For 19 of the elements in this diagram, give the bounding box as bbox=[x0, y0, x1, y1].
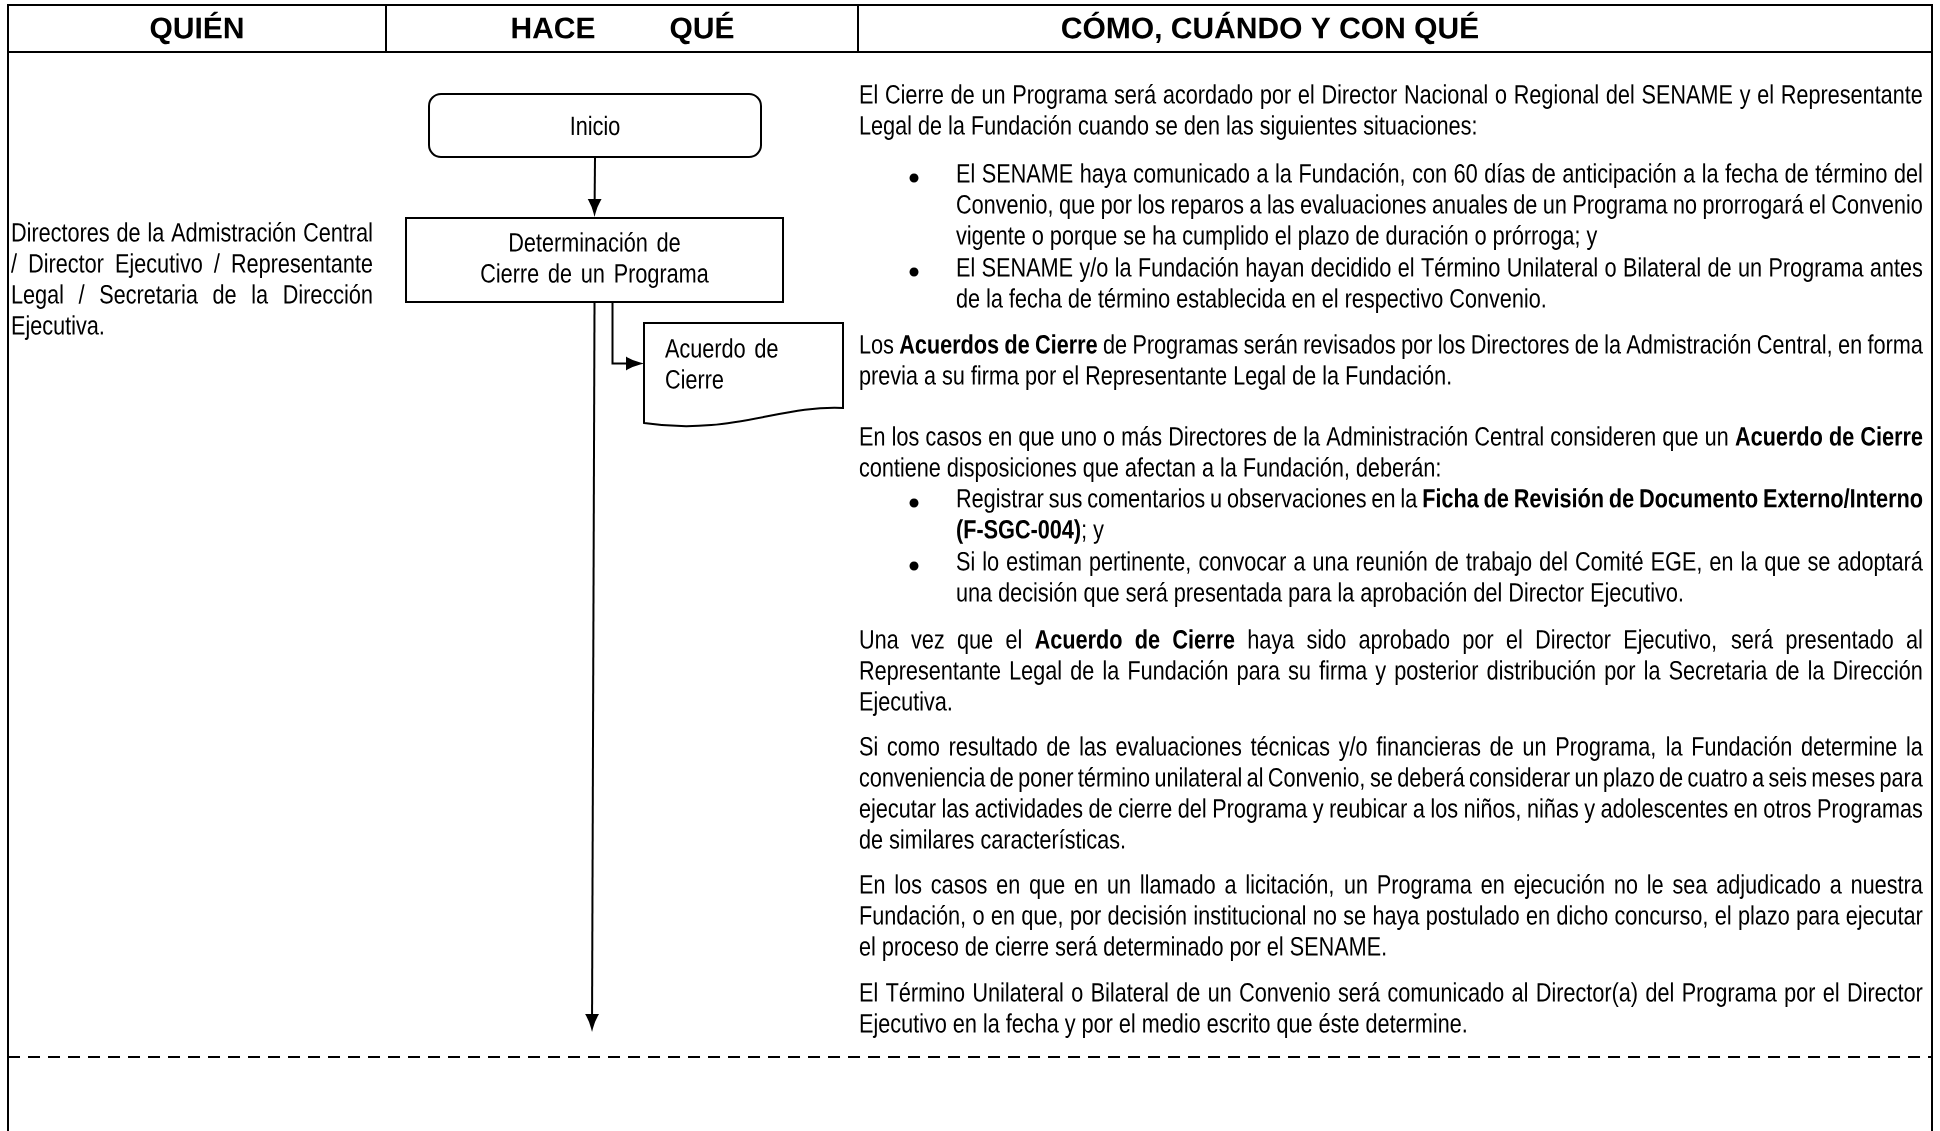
bullet-item: Registrar sus comentarios u observaciones en la Ficha de Revisión de Documento Externo/Interno (F-SGC-004); y bbox=[909, 488, 1923, 544]
bullet-item: Si lo estiman pertinente, convocar a una reunión de trabajo del Comité EGE, en la que se adoptará una decisión que será presentada para la aprobación del Director Ejecutivo. bbox=[909, 551, 1923, 607]
column-header: CÓMO, CUÁNDO Y CON QUÉ bbox=[1062, 11, 1478, 45]
process-box: Determinación de Cierre de un Programa bbox=[405, 217, 784, 303]
bullet-item: El SENAME haya comunicado a la Fundación, con 60 días de anticipación a la fecha de término del Convenio, que por los reparos a las evaluaciones anuales de un Programa no prorrogará el Convenio vigente o porque se ha cumplido el plazo de duración o prórroga; y bbox=[909, 163, 1922, 250]
paragraph: El Cierre de un Programa será acordado por el Director Nacional o Regional del SENAME y el Representante Legal de la Fundación cuando se den las siguientes situaciones: bbox=[860, 84, 1922, 140]
rounded-box: Inicio bbox=[428, 93, 762, 158]
paragraph: Si como resultado de las evaluaciones técnicas y/o financieras de un Programa, la Fundación determine la conveniencia de poner término unilateral al Convenio, se deberá considerar un plazo de cuatro a seis meses para ejecutar las actividades de cierre del Programa y reubicar a los niños, niñas y adolescentes en otros Programas de similares características. bbox=[859, 736, 1923, 849]
arrow bbox=[585, 302, 599, 1030]
column-header: QUIÉN bbox=[150, 11, 243, 45]
paragraph: Una vez que el Acuerdo de Cierre haya sido aprobado por el Director Ejecutivo, será presentado al Representante Legal de la Fundación para su firma y posterior distribución por la Secretaria de la Dirección Ejecutiva. bbox=[860, 629, 1922, 716]
paragraph: Los Acuerdos de Cierre de Programas serán revisados por los Directores de la Admistración Central, en forma previa a su firma por el Representante Legal de la Fundación. bbox=[860, 334, 1923, 390]
responsible-text: Directores de la Admistración Central / Director Ejecutivo / Representante Legal / Secretaria de la Dirección Ejecutiva. bbox=[11, 222, 372, 340]
bullet-item: El SENAME y/o la Fundación hayan decidido el Término Unilateral o Bilateral de un Programa antes de la fecha de término establecida en el respectivo Convenio. bbox=[909, 257, 1923, 313]
paragraph: En los casos en que en un llamado a licitación, un Programa en ejecución no le sea adjudicado a nuestra Fundación, o en que, por decisión institucional no se haya postulado en dicho concurso, el plazo para ejecutar el proceso de cierre será determinado por el SENAME. bbox=[859, 874, 1923, 961]
column-header: HACE bbox=[512, 17, 595, 39]
paragraph: En los casos en que uno o más Directores de la Administración Central consideren que un Acuerdo de Cierre contiene disposiciones que afectan a la Fundación, deberán: bbox=[859, 426, 1923, 482]
column-header: QUÉ bbox=[670, 11, 734, 45]
paragraph: El Término Unilateral o Bilateral de un Convenio será comunicado al Director(a) del Programa por el Director Ejecutivo en la fecha y por el medio escrito que éste determine. bbox=[860, 982, 1923, 1038]
